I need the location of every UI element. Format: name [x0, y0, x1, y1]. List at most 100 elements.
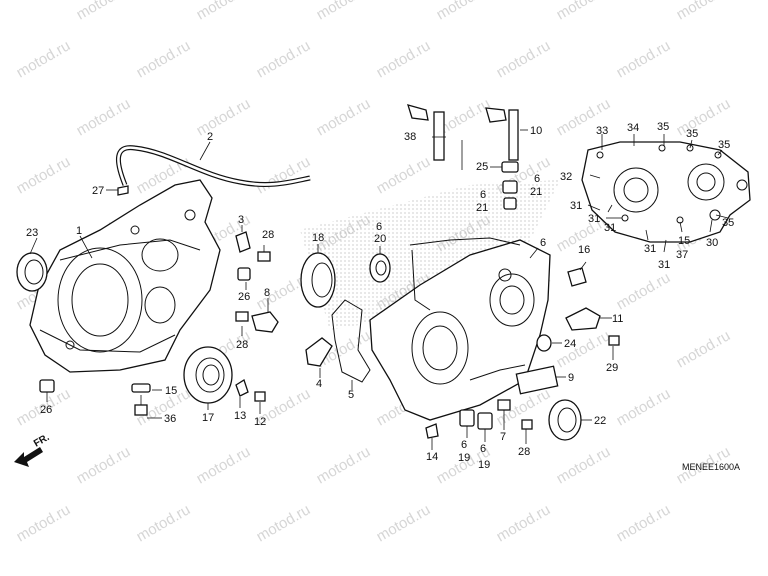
dowel-26-lower: [39, 379, 55, 393]
callout-31e: 31: [604, 222, 616, 234]
dowel-26-upper: [237, 267, 251, 281]
callout-36: 36: [164, 413, 176, 425]
callout-31a: 31: [570, 200, 582, 212]
watermark-text-41: motod.ru: [674, 327, 734, 371]
watermark-text-11: motod.ru: [614, 37, 674, 81]
watermark-text-5: motod.ru: [674, 0, 734, 23]
callout-35b: 35: [686, 128, 698, 140]
watermark-text-47: motod.ru: [614, 385, 674, 429]
watermark-text-57: motod.ru: [374, 501, 434, 545]
callout-20: 20: [374, 233, 386, 245]
callout-22: 22: [594, 415, 606, 427]
callout-12: 12: [254, 416, 266, 428]
bracket-3: [235, 231, 251, 253]
callout-6a: 6: [376, 221, 382, 233]
watermark-text-59: motod.ru: [614, 501, 674, 545]
watermark-text-2: motod.ru: [314, 0, 374, 23]
callout-16: 16: [578, 244, 590, 256]
callout-6f: 6: [480, 443, 486, 455]
clip-13: [235, 379, 249, 397]
callout-6e: 6: [461, 439, 467, 451]
seal-24: [536, 334, 552, 352]
oil-seal-23: [16, 252, 48, 292]
watermark-text-14: motod.ru: [314, 95, 374, 139]
callout-2: 2: [207, 131, 213, 143]
watermark-text-56: motod.ru: [254, 501, 314, 545]
callout-21b: 21: [476, 202, 488, 214]
callout-26b: 26: [40, 404, 52, 416]
bolt-36: [134, 395, 148, 416]
callout-labels: 1 2 3 4 5 6 6 6 6 6 6 7 8 9 10 11 12 13 …: [26, 121, 734, 471]
bracket-11: [565, 307, 601, 331]
watermark-text-52: motod.ru: [554, 443, 614, 487]
breather-hose: [115, 145, 311, 188]
watermark-text-9: motod.ru: [374, 37, 434, 81]
callout-6c: 6: [534, 173, 540, 185]
watermark-text-58: motod.ru: [494, 501, 554, 545]
callout-1: 1: [76, 225, 82, 237]
sensor-16: [567, 267, 587, 287]
watermark-text-3: motod.ru: [434, 0, 494, 23]
callout-7: 7: [500, 431, 506, 443]
watermark-text-12: motod.ru: [74, 95, 134, 139]
hose-clip: [117, 185, 129, 196]
shaft-38: [407, 104, 445, 161]
dowel-19-right: [477, 412, 493, 430]
screen-9: [515, 365, 559, 395]
callout-28c: 28: [518, 446, 530, 458]
callout-33: 33: [596, 125, 608, 137]
callout-26a: 26: [238, 291, 250, 303]
bolt-28-lower: [521, 419, 533, 430]
shaft-10: [485, 107, 519, 161]
watermark-text-18: motod.ru: [14, 153, 74, 197]
bearing-25: [501, 161, 519, 173]
callout-15: 15: [165, 385, 177, 397]
callout-17: 17: [202, 412, 214, 424]
watermark-text-35: motod.ru: [614, 269, 674, 313]
callout-19b: 19: [478, 459, 490, 471]
watermark-text-10: motod.ru: [494, 37, 554, 81]
watermark-text-49: motod.ru: [194, 443, 254, 487]
strainer-4: [305, 337, 333, 367]
watermark-text-17: motod.ru: [674, 95, 734, 139]
watermark-text-40: motod.ru: [554, 327, 614, 371]
oil-seal-20: [369, 253, 391, 283]
dowel-19-left: [459, 409, 475, 427]
watermark-text-0: motod.ru: [74, 0, 134, 23]
callout-13: 13: [234, 410, 246, 422]
watermark-text-6: motod.ru: [14, 37, 74, 81]
callout-31d: 31: [658, 259, 670, 271]
sensor-8: [235, 311, 279, 333]
callout-38: 38: [404, 131, 416, 143]
watermark-text-21: motod.ru: [374, 153, 434, 197]
callout-30: 30: [706, 237, 718, 249]
washer-15: [131, 383, 151, 393]
bearing-21-lower: [503, 197, 517, 210]
watermark-text-7: motod.ru: [134, 37, 194, 81]
callout-35a: 35: [657, 121, 669, 133]
callout-6d: 6: [480, 189, 486, 201]
callout-25: 25: [476, 161, 488, 173]
watermark-text-8: motod.ru: [254, 37, 314, 81]
callout-27: 27: [92, 185, 104, 197]
bearing-21-upper: [502, 180, 518, 194]
callout-35d: 35: [722, 217, 734, 229]
right-crankcase: [369, 237, 551, 421]
bolt-28-upper: [257, 245, 271, 262]
callout-29: 29: [606, 362, 618, 374]
left-crankcase: [29, 179, 221, 373]
oil-seal-22: [548, 399, 582, 441]
callout-10: 10: [530, 125, 542, 137]
callout-37: 37: [676, 249, 688, 261]
callout-11: 11: [612, 313, 623, 325]
front-indicator: FR.: [14, 432, 52, 467]
diagram-code: MENEE1600A: [682, 462, 740, 472]
callout-31b: 31: [588, 213, 600, 225]
callout-5: 5: [348, 389, 354, 401]
callout-21a: 21: [530, 186, 542, 198]
callout-14: 14: [426, 451, 438, 463]
bearing-18: [300, 252, 336, 308]
callout-6b: 6: [540, 237, 546, 249]
callout-32: 32: [560, 171, 572, 183]
callout-18: 18: [312, 232, 324, 244]
